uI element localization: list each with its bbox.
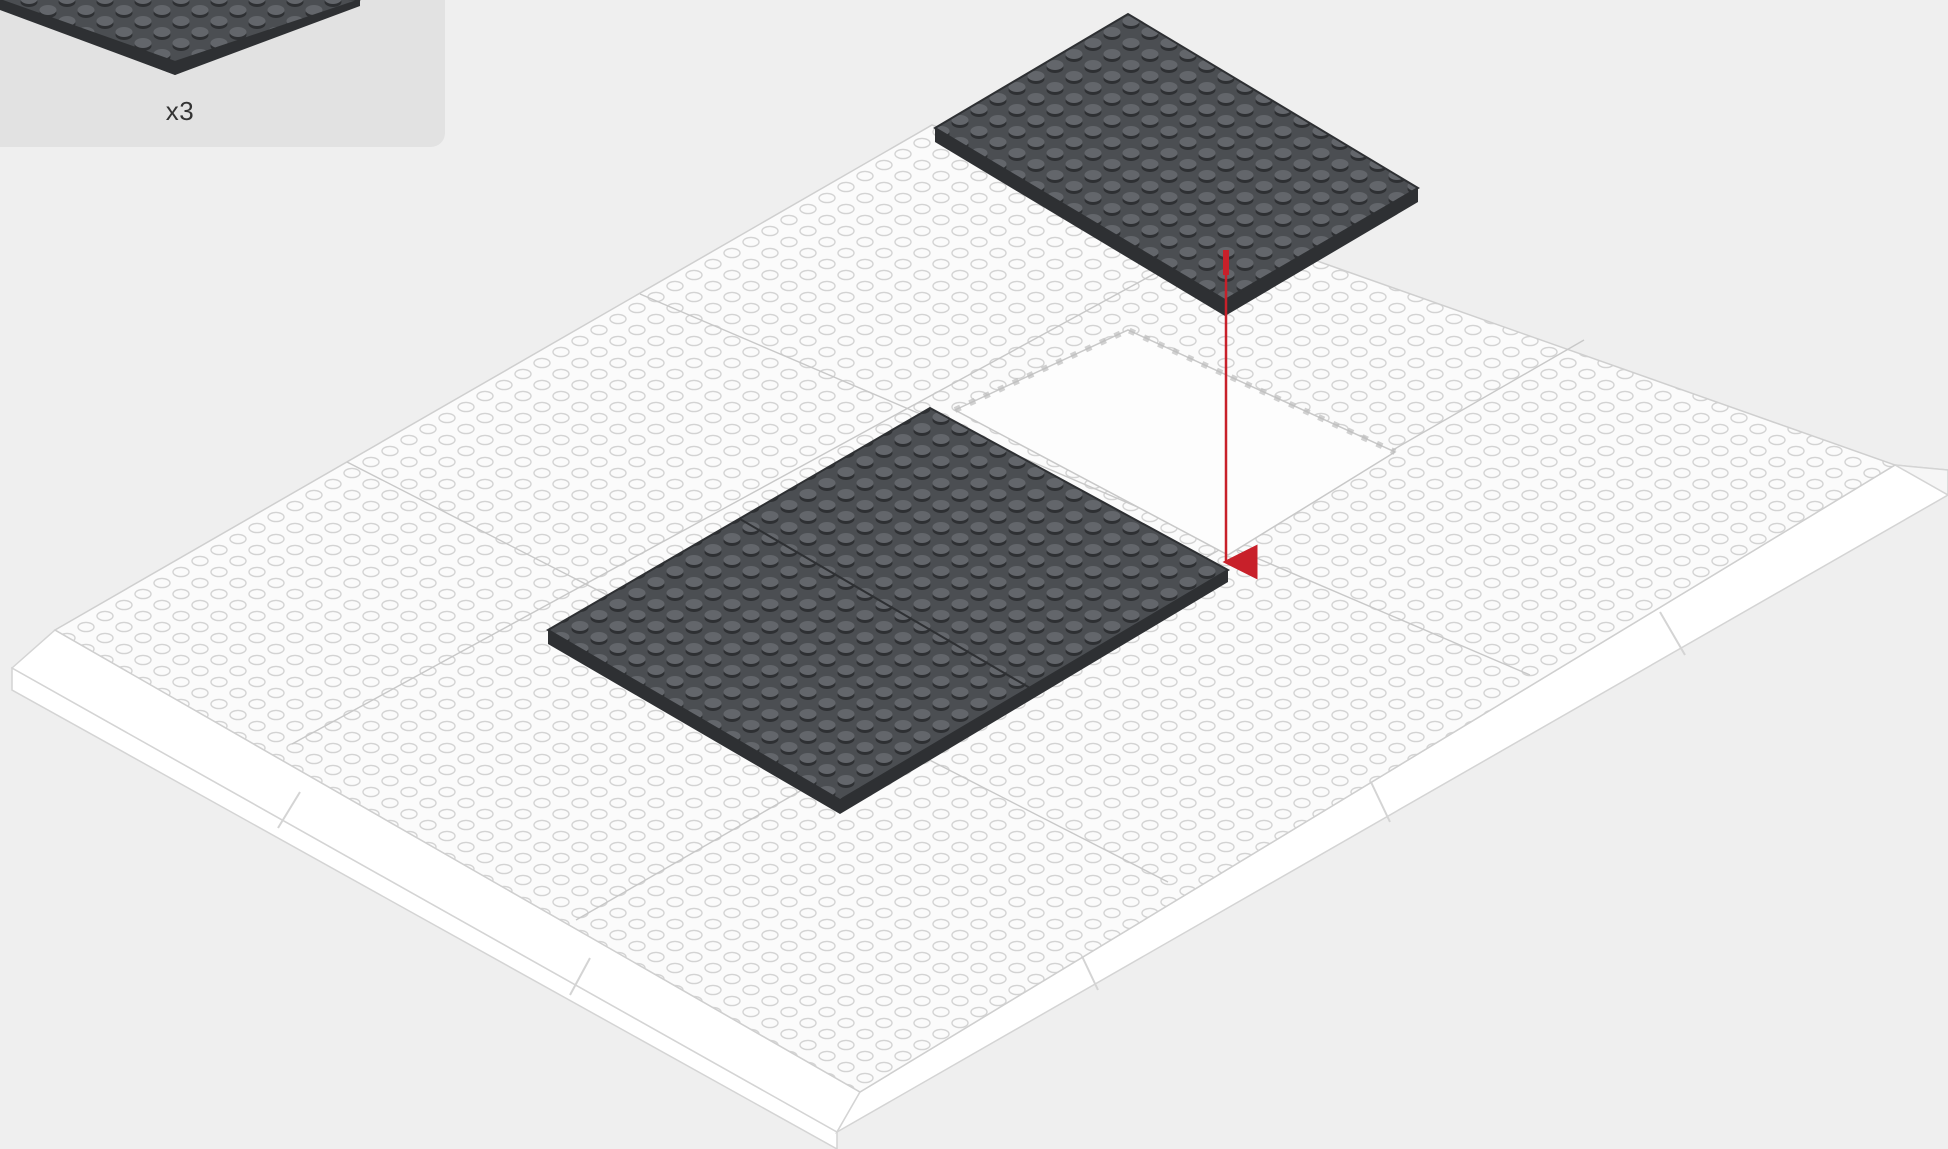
dark-plate-icon (0, 0, 360, 75)
part-quantity: x3 (0, 96, 360, 127)
parts-callout: x3 (0, 0, 445, 147)
